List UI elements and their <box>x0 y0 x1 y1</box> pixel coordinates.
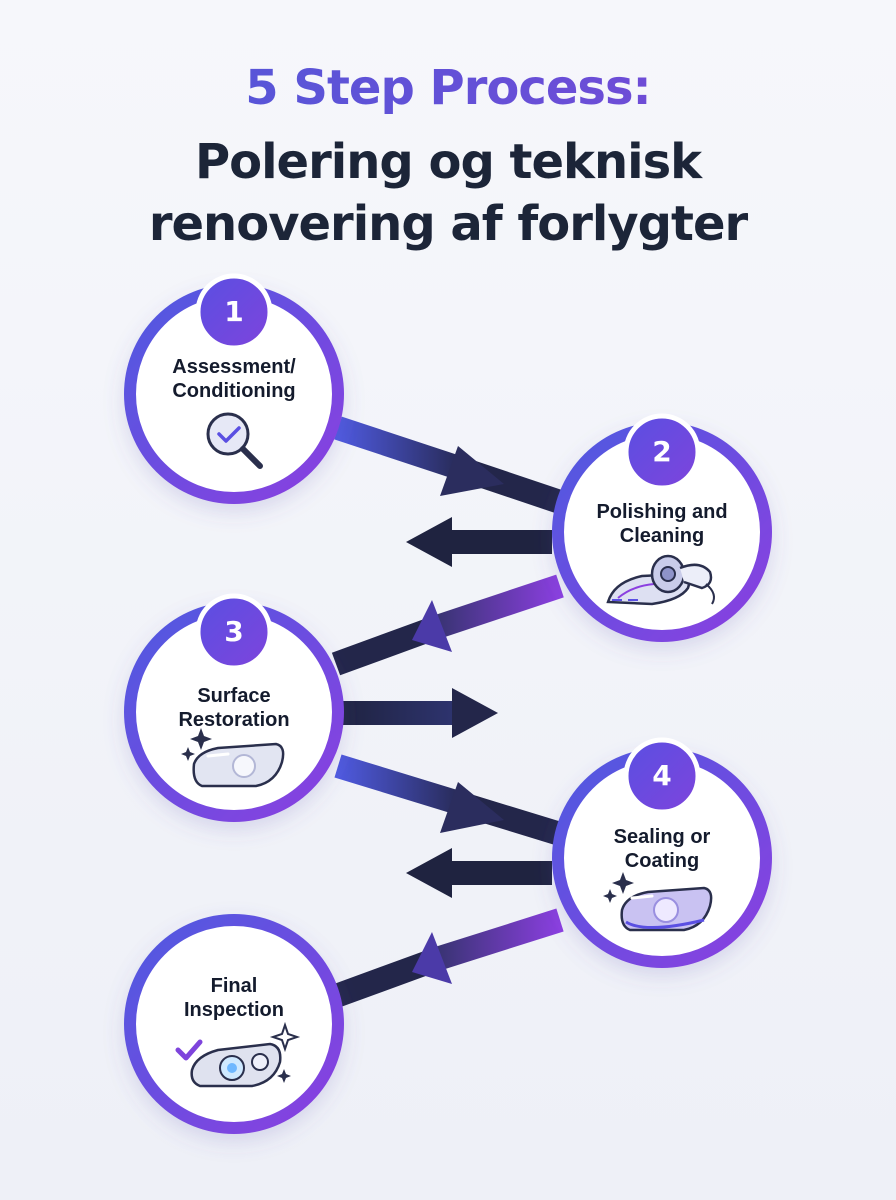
step-5-label-line-2: Inspection <box>183 999 284 1021</box>
step-3-number: 3 <box>224 615 244 648</box>
step-2-badge <box>623 413 701 491</box>
arrow-1-to-2 <box>334 416 564 514</box>
step-1-label-line-1: Assessment/ <box>172 356 296 378</box>
step-5-node <box>124 914 344 1134</box>
step-3-label: Surface Restoration <box>144 684 324 732</box>
headlight-sparkle-icon <box>181 728 285 788</box>
arrow-4-to-5 <box>331 908 564 1008</box>
step-4-number: 4 <box>652 759 672 792</box>
magnifier-check-icon <box>206 412 263 469</box>
step-3-label-line-1: Surface <box>197 685 271 707</box>
step-2-label-line-2: Cleaning <box>619 525 705 547</box>
title-line-1: 5 Step Process: <box>0 60 896 116</box>
step-1-number: 1 <box>224 295 244 328</box>
arrow-3-right <box>340 688 498 738</box>
polisher-icon <box>606 554 715 606</box>
arrow-2-to-3 <box>331 574 564 676</box>
title-line-2: Polering og teknisk <box>194 134 702 190</box>
arrow-back-to-left-2 <box>406 848 552 898</box>
step-2-label: Polishing and Cleaning <box>572 500 752 548</box>
step-1-label-line-2: Conditioning <box>172 380 296 402</box>
step-3-badge <box>195 593 273 671</box>
step-2-number: 2 <box>652 435 672 468</box>
headlight-check-icon <box>175 1021 301 1088</box>
step-1-badge <box>195 273 273 351</box>
coated-headlight-icon <box>603 872 713 932</box>
arrow-3-to-4 <box>334 754 564 846</box>
step-4-label-line-2: Coating <box>624 850 700 872</box>
arrow-back-to-left-1 <box>406 517 552 567</box>
step-4-badge <box>623 737 701 815</box>
step-5-label: Final Inspection <box>144 974 324 1022</box>
step-4-label: Sealing or Coating <box>572 825 752 873</box>
step-1-label: Assessment/ Conditioning <box>144 355 324 403</box>
step-3-label-line-2: Restoration <box>178 709 290 731</box>
title-line-3: renovering af forlygter <box>148 196 748 252</box>
step-2-label-line-1: Polishing and <box>596 501 728 523</box>
step-4-label-line-1: Sealing or <box>613 826 711 848</box>
step-5-label-line-1: Final <box>210 975 258 997</box>
